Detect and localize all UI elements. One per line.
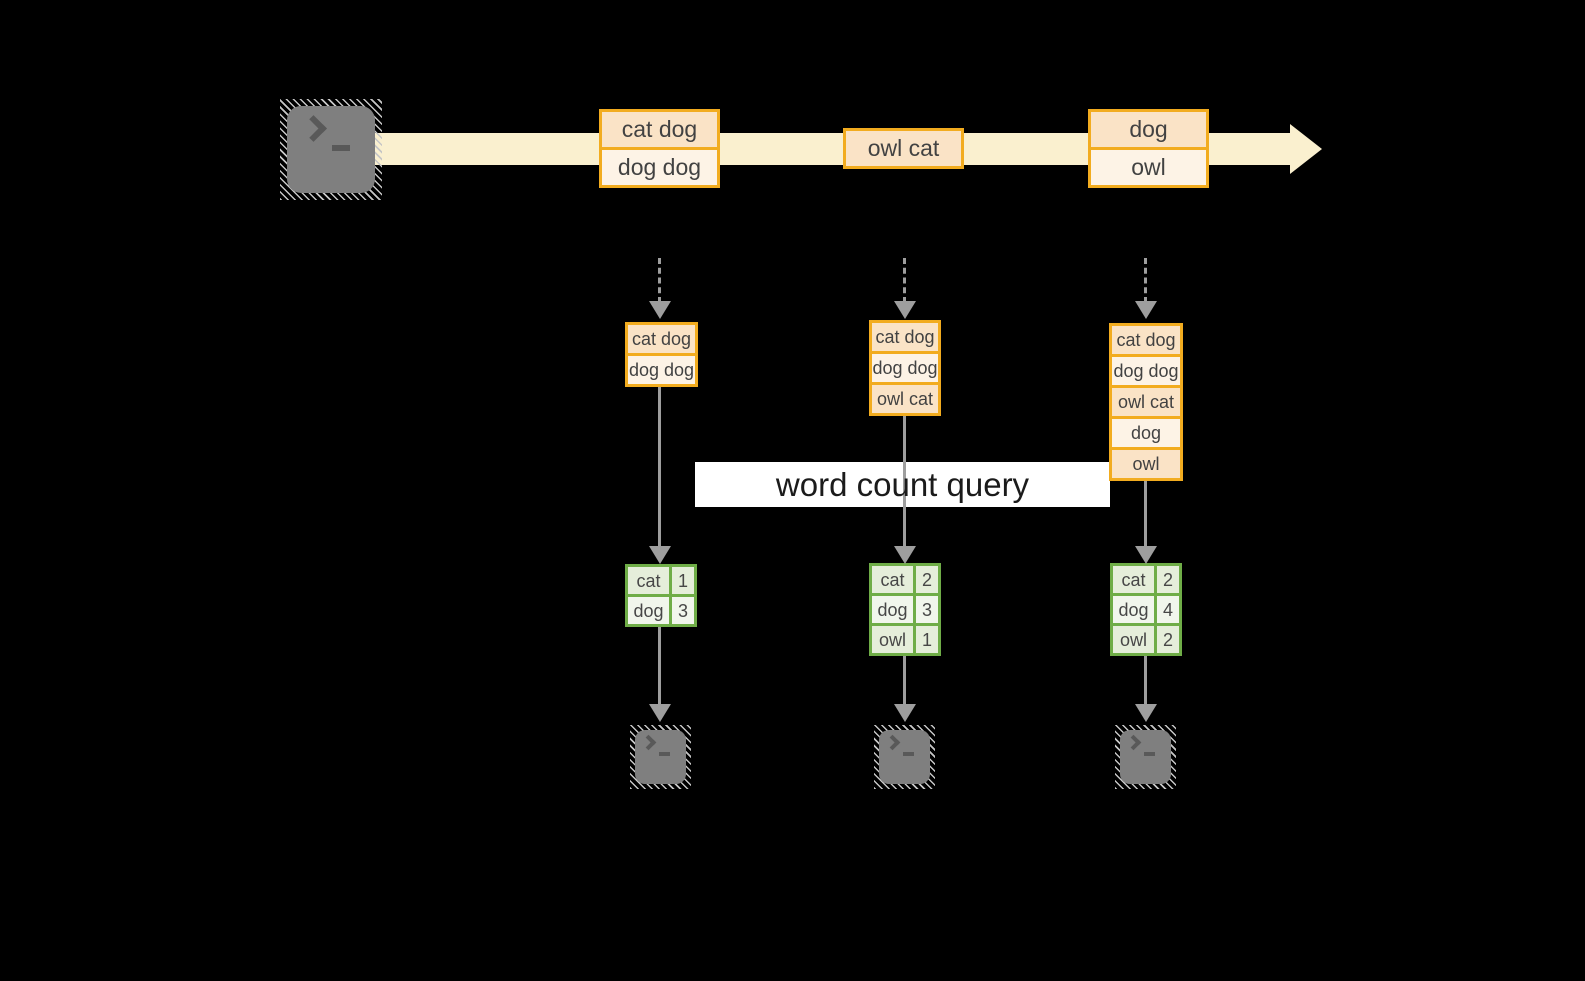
query-arrow-head-1 — [649, 546, 671, 564]
buffered-record: owl — [1112, 450, 1180, 478]
count-cell: 3 — [672, 597, 694, 624]
buffered-record: dog dog — [1112, 357, 1180, 385]
output-arrow-line-3 — [1144, 656, 1147, 706]
dashed-arrow-line-2 — [903, 258, 906, 303]
word-cell: dog — [872, 596, 913, 623]
query-arrow-line-1 — [658, 387, 661, 548]
count-cell: 3 — [916, 596, 938, 623]
stream-record: dog dog — [602, 150, 717, 185]
count-cell: 1 — [916, 626, 938, 653]
word-count-table-3: cat 2 dog 4 owl 2 — [1110, 563, 1182, 656]
buffered-records-3: cat dog dog dog owl cat dog owl — [1109, 323, 1183, 481]
output-terminal-icon-1 — [630, 725, 691, 789]
terminal-cursor-icon — [659, 752, 670, 756]
dashed-arrow-line-3 — [1144, 258, 1147, 303]
query-arrow-line-3 — [1144, 481, 1147, 548]
query-arrow-line-2 — [903, 416, 906, 548]
stream-event-batch-2: owl cat — [843, 128, 964, 169]
word-count-table-2: cat 2 dog 3 owl 1 — [869, 563, 941, 656]
stream-record: owl — [1091, 150, 1206, 185]
count-cell: 1 — [672, 567, 694, 594]
stream-event-batch-3: dog owl — [1088, 109, 1209, 188]
output-arrow-line-1 — [658, 627, 661, 706]
buffered-record: dog — [1112, 419, 1180, 447]
count-cell: 2 — [1157, 566, 1179, 593]
output-terminal-icon-2 — [874, 725, 935, 789]
terminal-screen — [1120, 730, 1171, 784]
terminal-screen — [879, 730, 930, 784]
output-arrow-head-3 — [1135, 704, 1157, 722]
dashed-arrow-line-1 — [658, 258, 661, 303]
word-cell: owl — [872, 626, 913, 653]
terminal-cursor-icon — [1144, 752, 1155, 756]
stream-record: owl cat — [846, 131, 961, 166]
terminal-screen — [635, 730, 686, 784]
buffered-record: dog dog — [872, 354, 938, 382]
stream-record: dog — [1091, 112, 1206, 147]
count-cell: 2 — [1157, 626, 1179, 653]
buffered-records-2: cat dog dog dog owl cat — [869, 320, 941, 416]
buffered-record: owl cat — [872, 385, 938, 413]
query-banner-background — [695, 462, 1110, 507]
query-banner-label: word count query — [775, 465, 1030, 503]
buffered-record: cat dog — [628, 325, 695, 353]
query-arrow-head-2 — [894, 546, 916, 564]
query-arrow-head-3 — [1135, 546, 1157, 564]
output-terminal-icon-3 — [1115, 725, 1176, 789]
word-count-table-1: cat 1 dog 3 — [625, 564, 697, 627]
dashed-arrow-head-1 — [649, 301, 671, 319]
word-cell: owl — [1113, 626, 1154, 653]
terminal-cursor-icon — [332, 145, 350, 151]
output-arrow-head-1 — [649, 704, 671, 722]
source-terminal-icon — [280, 99, 382, 200]
count-cell: 2 — [916, 566, 938, 593]
word-cell: cat — [628, 567, 669, 594]
stream-event-batch-1: cat dog dog dog — [599, 109, 720, 188]
buffered-records-1: cat dog dog dog — [625, 322, 698, 387]
output-arrow-head-2 — [894, 704, 916, 722]
word-cell: dog — [628, 597, 669, 624]
buffered-record: owl cat — [1112, 388, 1180, 416]
output-arrow-line-2 — [903, 656, 906, 706]
stream-record: cat dog — [602, 112, 717, 147]
word-cell: dog — [1113, 596, 1154, 623]
buffered-record: cat dog — [872, 323, 938, 351]
dashed-arrow-head-2 — [894, 301, 916, 319]
buffered-record: cat dog — [1112, 326, 1180, 354]
terminal-screen — [287, 106, 375, 193]
terminal-cursor-icon — [903, 752, 914, 756]
buffered-record: dog dog — [628, 356, 695, 384]
word-cell: cat — [1113, 566, 1154, 593]
stream-timeline-arrowhead — [1290, 124, 1322, 174]
word-cell: cat — [872, 566, 913, 593]
dashed-arrow-head-3 — [1135, 301, 1157, 319]
count-cell: 4 — [1157, 596, 1179, 623]
